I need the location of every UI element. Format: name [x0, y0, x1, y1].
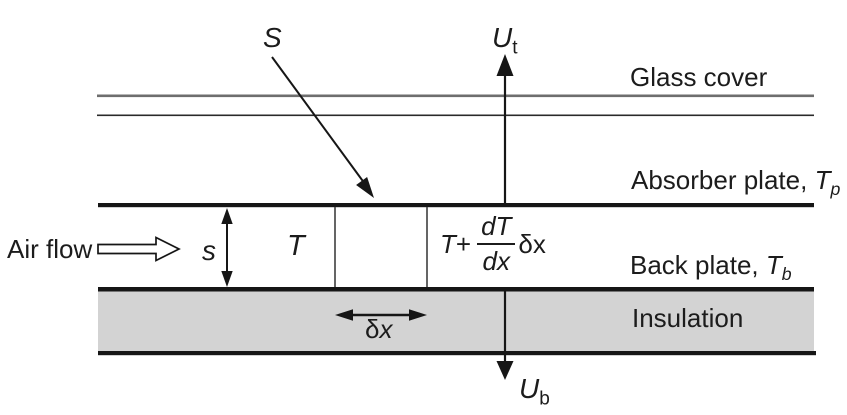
bottom-loss-subscript: b	[539, 388, 550, 410]
insulation-slab	[98, 291, 814, 351]
back-plate-subscript: b	[781, 264, 792, 285]
air-flow-label: Air flow	[7, 234, 93, 264]
solar-radiation-arrow	[271, 56, 366, 185]
deltax-arrowhead-left	[335, 309, 353, 321]
glass-cover-label: Glass cover	[630, 62, 768, 92]
absorber-plate-symbol: T	[814, 165, 831, 195]
absorber-plate-label: Absorber plate, Tp	[631, 165, 840, 198]
solar-radiation-label: S	[263, 22, 282, 53]
insulation-label: Insulation	[632, 303, 744, 333]
bottom-loss-arrowhead	[496, 361, 514, 380]
absorber-plate-line	[98, 203, 814, 208]
fluid-temp-out-pre: T+	[440, 228, 472, 259]
derivative-numerator: dT	[477, 211, 516, 245]
bottom-loss-label: Ub	[519, 373, 550, 409]
top-loss-arrowhead	[496, 54, 514, 76]
back-plate-symbol: T	[765, 250, 782, 280]
gap-label: s	[202, 235, 216, 266]
deltax-arrowhead-right	[409, 309, 427, 321]
top-loss-symbol: U	[492, 22, 513, 53]
glass-cover-bottom-line	[97, 114, 814, 117]
insulation-bottom-line	[98, 351, 816, 356]
top-loss-label: Ut	[492, 22, 518, 58]
fluid-temp-out-label: T+ dT dx δx	[440, 211, 546, 276]
deltax-label: δx	[365, 314, 393, 344]
fluid-temp-out-post: δx	[518, 228, 546, 259]
derivative-denominator: dx	[482, 246, 510, 276]
absorber-plate-subscript: p	[830, 179, 841, 200]
top-loss-subscript: t	[512, 37, 518, 59]
solar-radiation-arrowhead	[356, 177, 374, 198]
back-plate-label: Back plate, Tb	[630, 250, 792, 283]
gap-dimension-arrowhead-down	[221, 271, 233, 287]
back-plate-line	[98, 287, 814, 292]
derivative-fraction: dT dx	[477, 211, 516, 277]
glass-cover-top-line	[97, 94, 814, 98]
fluid-temp-label: T	[287, 230, 305, 262]
bottom-loss-symbol: U	[519, 373, 540, 404]
absorber-plate-text: Absorber plate,	[631, 165, 815, 195]
back-plate-text: Back plate,	[630, 250, 766, 280]
air-flow-arrow-icon	[97, 236, 181, 262]
gap-dimension-arrowhead-up	[221, 208, 233, 224]
